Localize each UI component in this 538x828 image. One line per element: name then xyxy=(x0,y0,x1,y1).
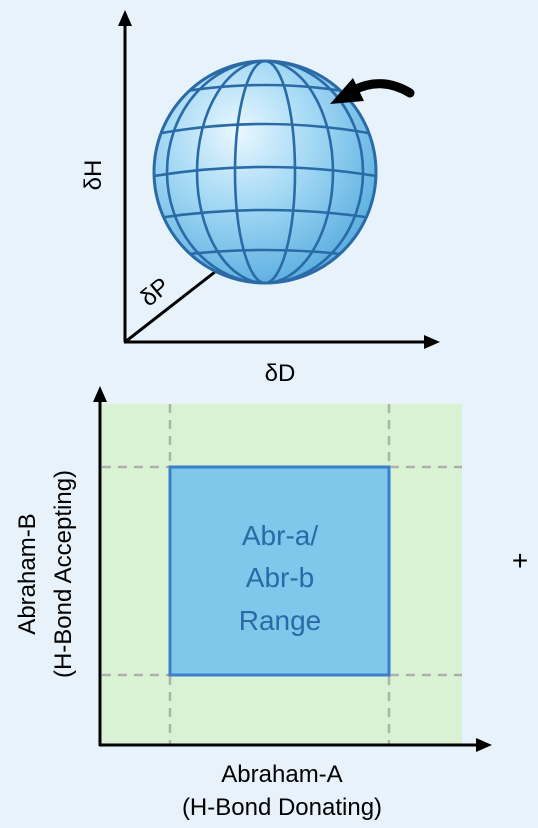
delta-h-label: δH xyxy=(80,160,107,191)
h-bond-accepting-label: (H-Bond Accepting) xyxy=(50,470,77,678)
rotation-arrow-icon xyxy=(330,78,410,104)
abraham-range-diagram: Abr-a/ Abr-b Range Abraham-B (H-Bond Acc… xyxy=(14,386,492,821)
hansen-space-diagram: δH δD δP xyxy=(80,10,440,387)
range-text-line3: Range xyxy=(239,605,322,636)
depth-axis xyxy=(125,268,220,342)
range-text-line2: Abr-b xyxy=(246,562,314,593)
abraham-a-label: Abraham-A xyxy=(221,761,342,788)
delta-d-label: δD xyxy=(265,360,296,387)
abraham-b-label: Abraham-B xyxy=(14,513,41,634)
vertical-axis-arrowhead xyxy=(118,10,132,26)
abraham-y-axis-arrowhead xyxy=(93,386,107,402)
horizontal-axis-arrowhead xyxy=(424,335,440,349)
h-bond-donating-label: (H-Bond Donating) xyxy=(182,794,382,821)
range-text-line1: Abr-a/ xyxy=(242,520,318,551)
abraham-x-axis-arrowhead xyxy=(476,738,492,752)
plus-sign: + xyxy=(512,545,528,576)
